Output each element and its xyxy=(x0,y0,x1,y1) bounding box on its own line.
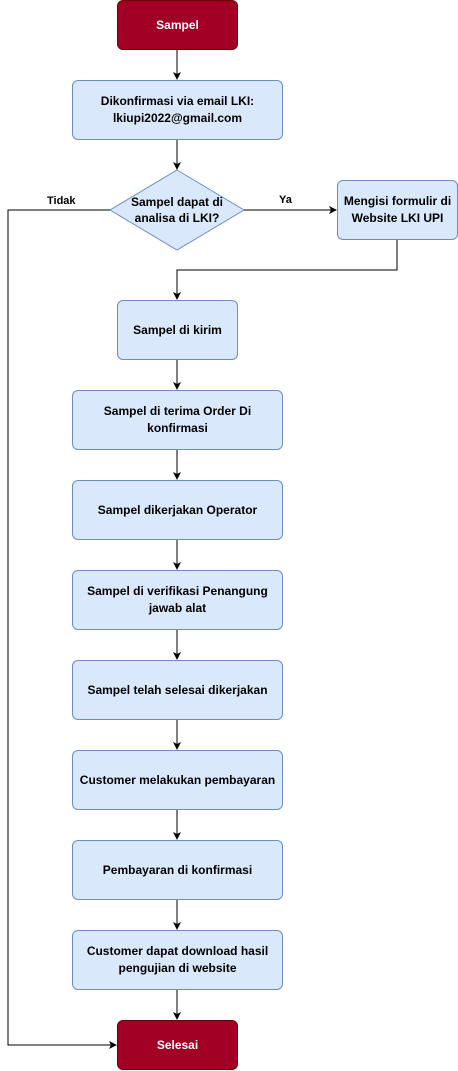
download-node: Customer dapat download hasil pengujian … xyxy=(72,930,283,990)
payment-node: Customer melakukan pembayaran xyxy=(72,750,283,810)
order-confirmed-node: Sampel di terima Order Di konfirmasi xyxy=(72,390,283,450)
end-node: Selesai xyxy=(117,1020,238,1070)
operator-work-node: Sampel dikerjakan Operator xyxy=(72,480,283,540)
edge-decision-no xyxy=(7,209,117,1049)
decision-node-label: Sampel dapat di analisa di LKI? xyxy=(130,195,224,225)
decision-diamond xyxy=(109,169,245,251)
edge-label-no: Tidak xyxy=(45,195,78,207)
start-node: Sampel xyxy=(117,0,238,50)
fill-form-node: Mengisi formulir di Website LKI UPI xyxy=(337,180,458,240)
sample-sent-node: Sampel di kirim xyxy=(117,300,238,360)
payment-confirmed-node: Pembayaran di konfirmasi xyxy=(72,840,283,900)
verification-node: Sampel di verifikasi Penangung jawab ala… xyxy=(72,570,283,630)
completed-node: Sampel telah selesai dikerjakan xyxy=(72,660,283,720)
confirm-email-node: Dikonfirmasi via email LKI: lkiupi2022@g… xyxy=(72,80,283,140)
edge-form-to-sent xyxy=(173,240,398,300)
edge-label-yes: Ya xyxy=(277,194,294,206)
